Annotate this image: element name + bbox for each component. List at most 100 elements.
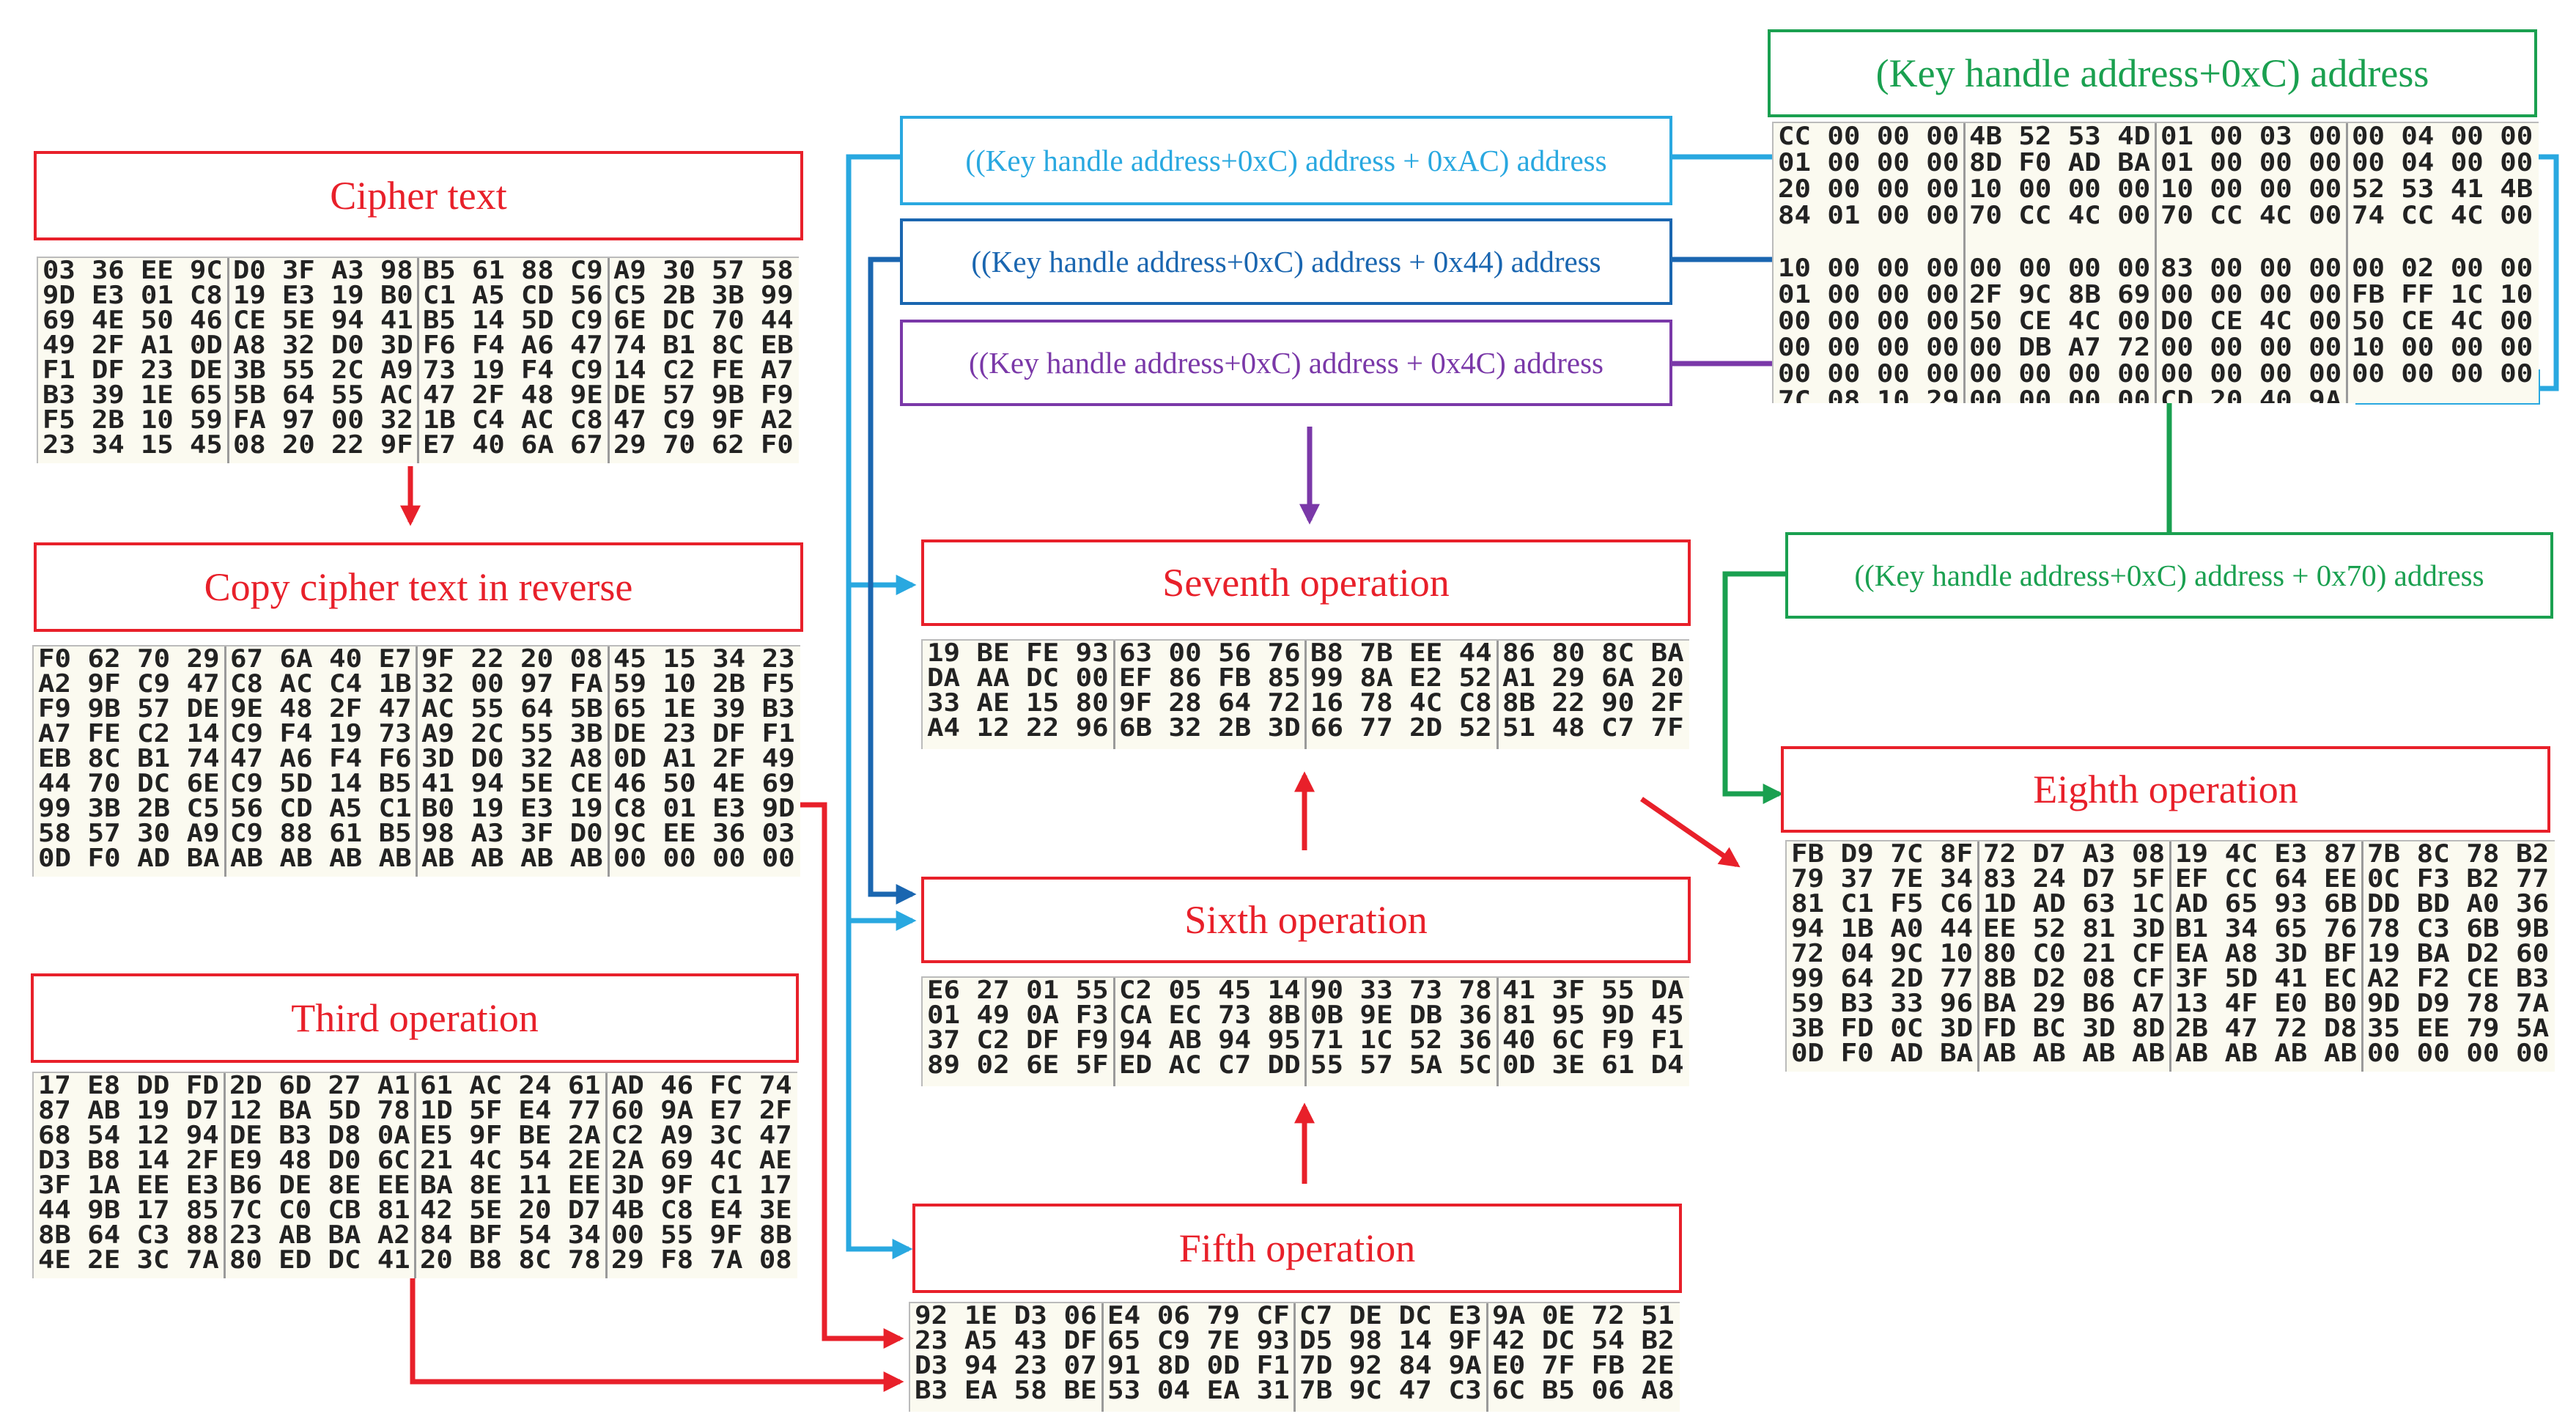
hex-separator	[223, 1073, 226, 1278]
hex-group: 7C 08 10 29	[1778, 386, 1960, 403]
hex-group: B3 39 1E 65	[43, 380, 223, 410]
wire-addr-44-left	[868, 257, 917, 905]
hex-group: 23 AB BA A2	[229, 1220, 410, 1250]
hex-group: 32 00 97 FA	[421, 669, 603, 699]
hex-group: 44 9B 17 85	[38, 1196, 219, 1225]
hex-group: 7B 9C 47 C3	[1299, 1376, 1482, 1405]
hex-separator	[416, 646, 418, 877]
hex-group: 65 C9 7E 93	[1107, 1326, 1290, 1355]
hex-group: 13 4F E0 B0	[2175, 989, 2358, 1018]
hex-group: C8 AC C4 1B	[229, 669, 412, 699]
hex-group: 2B 47 72 D8	[2175, 1014, 2358, 1043]
hex-group: 66 77 2D 52	[1310, 713, 1492, 743]
sixth-operation-label: Sixth operation	[921, 877, 1691, 963]
hex-group: D5 98 14 9F	[1299, 1326, 1482, 1355]
hex-group: 23 A5 43 DF	[915, 1326, 1097, 1355]
hex-group: 00 00 00 00	[1969, 254, 2151, 283]
hex-separator	[1101, 1303, 1104, 1412]
hex-group: 94 1B A0 44	[1791, 914, 1974, 943]
hex-separator	[1496, 978, 1499, 1086]
hex-group: A7 FE C2 14	[38, 719, 220, 748]
hex-group: CD 20 40 9A	[2160, 386, 2342, 403]
hex-group: BA 29 B6 A7	[1983, 989, 2166, 1018]
hex-group	[2352, 229, 2533, 255]
hex-group: 52 53 41 4B	[2352, 174, 2533, 204]
hex-group: 55 57 5A 5C	[1310, 1050, 1492, 1080]
hex-group: C2 05 45 14	[1118, 976, 1301, 1005]
hex-group: EF CC 64 EE	[2175, 864, 2358, 894]
hex-group: 86 80 8C BA	[1502, 639, 1684, 668]
hex-group: 00 DB A7 72	[1969, 333, 2151, 362]
hex-group: AB AB AB AB	[2175, 1039, 2358, 1068]
hex-group: 0B 9E DB 36	[1310, 1001, 1492, 1030]
hex-group: 4E 2E 3C 7A	[38, 1245, 219, 1275]
hex-group: ED AC C7 DD	[1118, 1050, 1301, 1080]
hex-group: 00 00 00 00	[2160, 333, 2342, 362]
hex-group: 3F 1A EE E3	[38, 1171, 219, 1200]
hex-separator	[1496, 641, 1499, 749]
hex-group: 00 00 00 00	[613, 844, 795, 873]
hex-group: 59 B3 33 96	[1791, 989, 1974, 1018]
hex-group: 83 00 00 00	[2160, 254, 2342, 283]
hex-group: 3D 9F C1 17	[610, 1171, 792, 1200]
hex-group: B5 14 5D C9	[423, 306, 603, 335]
hex-group: 20 B8 8C 78	[420, 1245, 601, 1275]
hex-group: DE 57 9B F9	[613, 380, 794, 410]
third-operation-label: Third operation	[31, 973, 799, 1063]
hex-group: F1 DF 23 DE	[43, 356, 223, 385]
hex-group: A2 9F C9 47	[38, 669, 220, 699]
hex-group: 49 2F A1 0D	[43, 331, 223, 360]
hex-group: 83 24 D7 5F	[1983, 864, 2166, 894]
hex-group: 47 A6 F4 F6	[229, 744, 412, 773]
hex-group: 7C C0 CB 81	[229, 1196, 410, 1225]
hex-group: 7D 92 84 9A	[1299, 1351, 1482, 1380]
hex-group: F0 62 70 29	[38, 645, 220, 674]
hex-group: 8B 64 C3 88	[38, 1220, 219, 1250]
addr-70-label: ((Key handle address+0xC) address + 0x70…	[1785, 532, 2553, 619]
hex-group: 37 C2 DF F9	[927, 1025, 1109, 1055]
hex-separator	[2155, 123, 2157, 403]
hex-group: 0D A1 2F 49	[613, 744, 795, 773]
hex-group: 00 00 00 00	[1778, 306, 1960, 336]
hex-group: 4B 52 53 4D	[1969, 122, 2151, 151]
hex-separator	[2169, 841, 2171, 1072]
hex-separator	[607, 258, 610, 463]
hex-group: 00 00 00 00	[1778, 359, 1960, 388]
hex-group: 33 AE 15 80	[927, 688, 1109, 718]
hex-group: E0 7F FB 2E	[1491, 1351, 1675, 1380]
hex-group: 01 00 00 00	[1778, 148, 1960, 177]
hex-group: E4 06 79 CF	[1107, 1302, 1290, 1330]
hex-group: 90 33 73 78	[1310, 976, 1492, 1005]
hex-group: 00 04 00 00	[2352, 122, 2533, 151]
hex-group: 59 10 2B F5	[613, 669, 795, 699]
hex-group: 81 95 9D 45	[1502, 1001, 1684, 1030]
hex-group: 00 00 00 00	[1778, 333, 1960, 362]
addr-ac-label: ((Key handle address+0xC) address + 0xAC…	[900, 116, 1672, 205]
hex-group: 10 00 00 00	[1969, 174, 2151, 204]
hex-group: 91 8D 0D F1	[1107, 1351, 1290, 1380]
hex-group: 3F 5D 41 EC	[2175, 964, 2358, 993]
